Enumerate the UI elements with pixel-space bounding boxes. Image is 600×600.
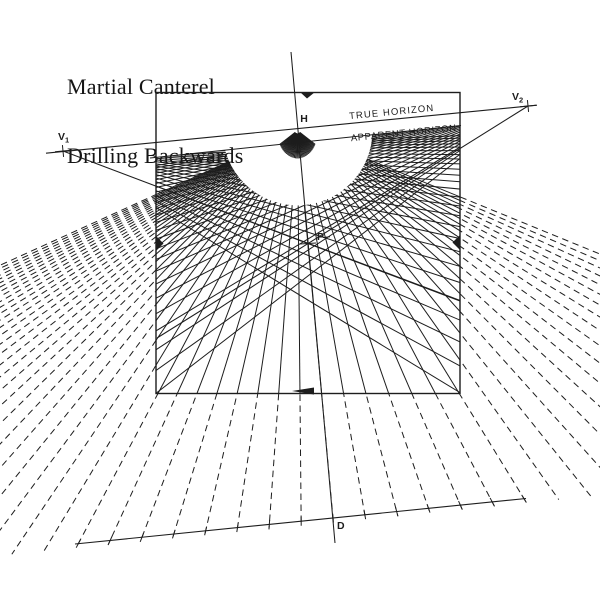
p-point-label: P bbox=[317, 231, 324, 243]
frame-arrow-left bbox=[156, 236, 164, 251]
v2-label: V2 bbox=[512, 91, 523, 105]
frame-arrow-top bbox=[300, 92, 315, 99]
h-point-label: H bbox=[300, 113, 308, 125]
ground-line bbox=[74, 497, 527, 545]
frame-arrow-right bbox=[452, 235, 460, 250]
v1-cross bbox=[54, 144, 72, 158]
d-point-label: D bbox=[337, 520, 345, 532]
v1-label: V1 bbox=[58, 131, 69, 145]
p-cross bbox=[299, 237, 317, 250]
v2-cross bbox=[519, 99, 537, 113]
frame-arrow-bottom bbox=[292, 387, 314, 395]
